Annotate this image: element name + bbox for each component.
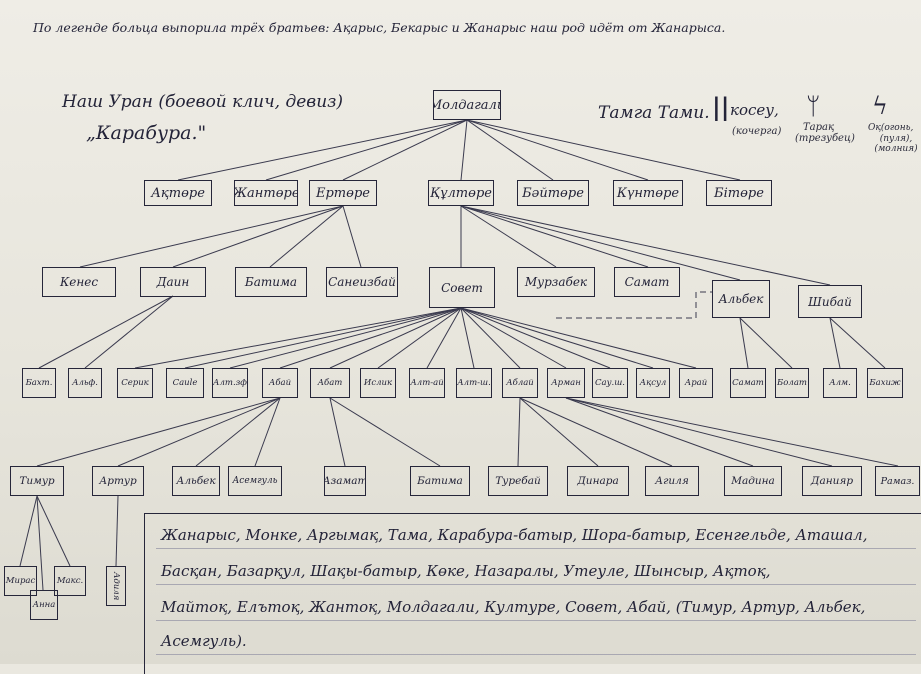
tree-node-l4-asemgul: Асемгуль <box>228 466 282 496</box>
uran-title: Наш Уран (боевой клич, девиз) <box>62 92 344 112</box>
tree-node-l1-baitore: Бәйтөре <box>517 180 589 206</box>
tree-node-l2-dain: Даин <box>140 267 206 297</box>
tree-node-l3-islik: Ислик <box>360 368 396 398</box>
lineage-line-3: Майтоқ, Елътоқ, Жантоқ, Молдагали, Култу… <box>161 598 866 616</box>
tamga-symbol-ok: Оқ(огонь, <box>868 123 914 133</box>
tree-node-l2-sovet: Совет <box>429 267 495 308</box>
tree-node-l4-batima: Батима <box>410 466 470 496</box>
tree-node-l5-miras: Мирас <box>4 566 37 596</box>
tree-node-l3-samat: Самат <box>730 368 766 398</box>
tree-node-l3-bolat: Болат <box>775 368 809 398</box>
tree-node-l2-batima: Батима <box>235 267 307 297</box>
lineage-rule-1 <box>156 548 916 549</box>
tree-node-l3-ablai: Аблай <box>502 368 538 398</box>
uran-value: „Карабура." <box>86 122 207 144</box>
tree-node-l4-daniyar: Данияр <box>802 466 862 496</box>
tamga-symbol-tarak-glyph: ᛘ <box>806 92 821 120</box>
lineage-line-1: Жанарыс, Монке, Аргымақ, Тама, Карабура-… <box>161 526 868 544</box>
tree-node-l4-albek: Альбек <box>172 466 220 496</box>
tamga-symbol-kosey-note: (кочерга) <box>732 126 782 137</box>
tree-node-l3-altzf: Алт.зф <box>212 368 248 398</box>
tree-node-l4-dinara: Динара <box>567 466 629 496</box>
tree-node-l2-albek: Альбек <box>712 280 770 318</box>
tree-node-l5-adilya: Адиля <box>106 566 126 606</box>
tree-node-l3-altai: Алт-ай <box>409 368 445 398</box>
tree-node-l3-arai: Арай <box>679 368 713 398</box>
tree-node-l2-kenes: Кенес <box>42 267 116 297</box>
tree-node-l3-alm: Алм. <box>823 368 857 398</box>
tree-node-l4-timur: Тимур <box>10 466 64 496</box>
tree-node-l5-maks: Макс. <box>54 566 86 596</box>
tree-node-l2-saneizbai: Санеизбай <box>326 267 398 297</box>
tree-node-l3-alf: Альф. <box>68 368 102 398</box>
tree-node-l3-bakhizh: Бахиж <box>867 368 903 398</box>
tree-node-l4-ramaz: Рамаз. <box>875 466 920 496</box>
tree-node-l1-kuntore: Күнтөре <box>613 180 683 206</box>
tree-root: Молдагали <box>433 90 501 120</box>
tamga-symbol-ok-note: (пуля), (молния) <box>874 134 918 154</box>
tree-node-l5-anna: Анна <box>30 590 58 620</box>
tree-node-l4-agilya: Агиля <box>645 466 699 496</box>
tree-node-l3-saush: Сау.ш. <box>592 368 628 398</box>
tree-node-l3-saule: Саule <box>166 368 204 398</box>
tree-node-l3-abai: Абай <box>262 368 298 398</box>
tree-node-l1-ertore: Ертөре <box>309 180 377 206</box>
tamga-symbol-tarak-note: (трезубец) <box>795 133 855 144</box>
tree-node-l3-aksul: Ақсул <box>636 368 670 398</box>
legend-header: По легенде больца выпорила трёх братьев:… <box>33 20 726 35</box>
tamga-label: Тамга Тами. <box>598 103 710 123</box>
tamga-symbol-kosey-glyph: || <box>712 92 730 121</box>
tree-node-l4-turebai: Туребай <box>488 466 548 496</box>
tamga-symbol-tarak: Тарақ <box>803 122 835 133</box>
tree-node-l3-bakht: Бахт. <box>22 368 56 398</box>
tamga-symbol-kosey: косеу, <box>730 101 779 119</box>
tree-node-l2-shibai: Шибай <box>798 285 862 318</box>
tree-node-l2-murzabek: Мурзабек <box>517 267 595 297</box>
lineage-rule-3 <box>156 620 916 621</box>
lineage-line-4: Асемгуль). <box>161 632 247 650</box>
tree-node-l1-aktore: Ақтөре <box>144 180 212 206</box>
tree-node-l4-artur: Артур <box>92 466 144 496</box>
tree-node-l2-samat: Самат <box>614 267 680 297</box>
tree-node-l4-madina: Мадина <box>724 466 782 496</box>
tree-node-l4-azamat: Азамат <box>324 466 366 496</box>
lineage-rule-2 <box>156 584 916 585</box>
tamga-symbol-ok-glyph: ϟ <box>872 92 888 120</box>
tree-node-l3-arman: Арман <box>547 368 585 398</box>
lineage-line-2: Басқан, Базарқул, Шақы-батыр, Көке, Наза… <box>161 562 771 580</box>
lineage-panel: Жанарыс, Монке, Аргымақ, Тама, Карабура-… <box>144 513 921 674</box>
tree-node-l1-zhantore: Жантөре <box>234 180 298 206</box>
tree-node-l3-serik: Серик <box>117 368 153 398</box>
tree-node-l1-bitore: Бітөре <box>706 180 772 206</box>
tree-node-l3-abat: Абат <box>310 368 350 398</box>
tree-node-l3-altsh: Алт-ш. <box>456 368 492 398</box>
tree-node-l1-kultore: Құлтөре <box>428 180 494 206</box>
lineage-rule-4 <box>156 654 916 655</box>
